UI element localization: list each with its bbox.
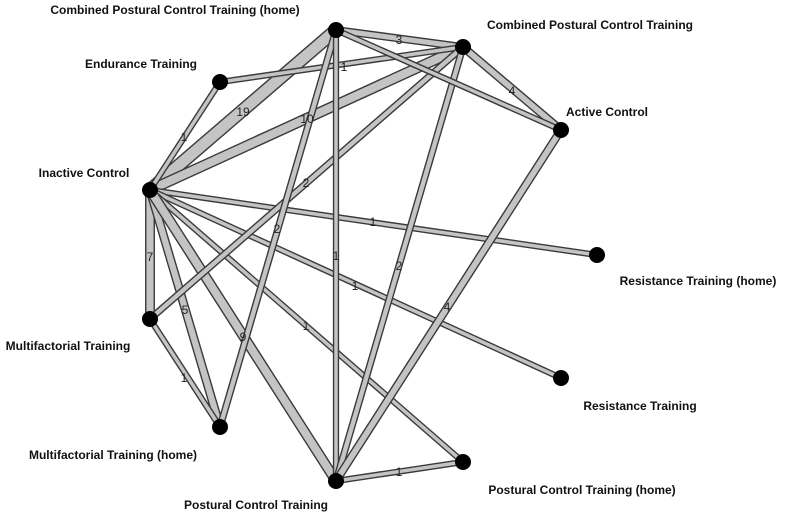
edge-label-inactive-pct_home: 1 — [303, 319, 310, 333]
edge-fill — [219, 45, 464, 84]
edge-cpct-active — [460, 43, 564, 134]
edge-pct-cpct — [332, 45, 467, 483]
edge-fill — [335, 27, 464, 50]
node-multi — [142, 311, 158, 327]
node-endurance — [212, 74, 228, 90]
edge-inactive-rt — [148, 187, 563, 381]
edge-label-cpct_home-cpct: 3 — [396, 33, 403, 47]
edge-endurance-cpct — [219, 43, 464, 86]
edge-label-inactive-rt_home: 1 — [370, 215, 377, 229]
node-label-inactive: Inactive Control — [39, 166, 130, 180]
edge-label-multi-cpct: 2 — [303, 176, 310, 190]
edge-label-inactive-multi: 7 — [147, 250, 154, 264]
node-label-active: Active Control — [566, 105, 648, 119]
node-label-rt: Resistance Training — [583, 399, 696, 413]
edge-cpct_home-cpct — [335, 26, 464, 51]
edge-labels-layer: 19 10 3 4 1 1 1 1 1 7 5 9 1 2 2 1 2 4 1 — [147, 33, 516, 479]
node-label-endurance: Endurance Training — [85, 57, 197, 71]
edge-label-inactive-pct: 9 — [240, 330, 247, 344]
edge-label-inactive-cpct_home: 19 — [236, 105, 250, 119]
edge-fill — [461, 44, 563, 133]
edge-label-cpct-active: 4 — [509, 84, 516, 98]
edge-fill — [148, 188, 465, 464]
edge-label-pct-pct_home: 1 — [396, 465, 403, 479]
edge-fill — [335, 460, 464, 483]
edge-label-inactive-rt: 1 — [352, 279, 359, 293]
edge-pct-pct_home — [335, 458, 464, 485]
edge-label-pct-active: 4 — [444, 300, 451, 314]
edge-fill — [148, 318, 222, 428]
node-cpct_home — [328, 22, 344, 38]
edge-multi-multi_home — [147, 317, 223, 429]
edge-fill — [333, 46, 466, 482]
node-rt_home — [589, 247, 605, 263]
node-active — [553, 122, 569, 138]
edge-label-multi_home-cpct_home: 2 — [274, 222, 281, 236]
edge-label-pct-cpct_home: 1 — [333, 249, 340, 263]
edge-inactive-endurance — [147, 80, 223, 192]
edge-pct-active — [332, 127, 565, 484]
edge-fill — [148, 45, 465, 321]
edge-label-pct-cpct: 2 — [396, 259, 403, 273]
node-label-multi_home: Multifactorial Training (home) — [29, 448, 197, 462]
edge-label-multi-multi_home: 1 — [181, 371, 188, 385]
edge-fill — [333, 128, 564, 483]
node-label-cpct: Combined Postural Control Training — [487, 18, 693, 32]
edge-label-inactive-multi_home: 5 — [182, 303, 189, 317]
edges-layer — [145, 24, 598, 485]
node-label-pct_home: Postural Control Training (home) — [488, 483, 675, 497]
edge-label-inactive-endurance: 1 — [181, 130, 188, 144]
node-label-rt_home: Resistance Training (home) — [620, 274, 777, 288]
edge-label-endurance-cpct: 1 — [341, 60, 348, 74]
node-multi_home — [212, 419, 228, 435]
edge-fill — [149, 188, 598, 257]
edge-label-inactive-cpct: 10 — [300, 112, 314, 126]
edge-multi_home-cpct_home — [216, 28, 340, 429]
edge-fill — [147, 189, 223, 428]
edge-fill — [146, 25, 340, 195]
edge-inactive-cpct_home — [145, 24, 341, 196]
edge-cpct_home-active — [334, 27, 563, 133]
node-pct_home — [455, 454, 471, 470]
node-label-cpct_home: Combined Postural Control Training (home… — [50, 3, 299, 17]
node-labels-layer: Combined Postural Control Training (home… — [6, 3, 777, 512]
edge-fill — [148, 81, 222, 191]
node-rt — [553, 370, 569, 386]
edge-inactive-rt_home — [149, 186, 598, 259]
node-pct — [328, 473, 344, 489]
node-label-multi: Multifactorial Training — [6, 339, 131, 353]
edge-fill — [217, 29, 339, 428]
edge-fill — [149, 188, 562, 380]
node-label-pct: Postural Control Training — [184, 498, 328, 512]
node-inactive — [142, 182, 158, 198]
node-cpct — [455, 39, 471, 55]
nodes-layer — [142, 22, 605, 489]
edge-fill — [335, 28, 562, 132]
edge-inactive-multi_home — [145, 188, 225, 429]
edge-inactive-pct_home — [147, 187, 466, 465]
edge-multi-cpct — [147, 44, 466, 322]
